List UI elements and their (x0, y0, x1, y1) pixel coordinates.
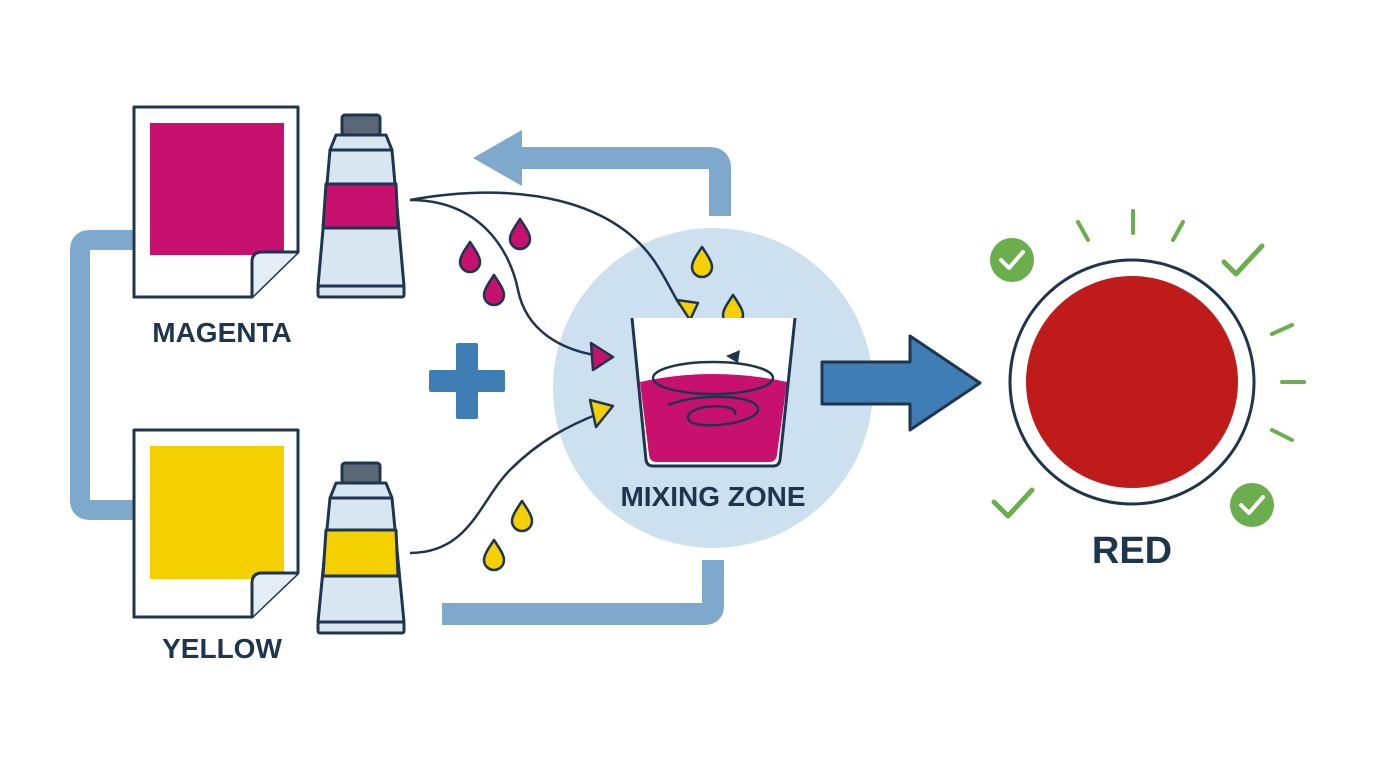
yellow-swatch-card (132, 428, 300, 619)
magenta-paint-tube (316, 113, 406, 299)
check-icon (991, 487, 1035, 519)
yellow-flow-curve (409, 412, 599, 555)
magenta-flow-curve-a (409, 198, 601, 358)
paint-drop-icon (482, 273, 506, 307)
magenta-flow-arrowhead-a (589, 341, 615, 372)
sparkle-ray (1076, 220, 1090, 242)
plus-icon (429, 343, 505, 419)
result-label: RED (1091, 530, 1173, 572)
yellow-flow-arrowhead (588, 398, 615, 429)
magenta-swatch-card (132, 105, 300, 299)
mixing-zone-label: MIXING ZONE (620, 481, 806, 512)
magenta-label: MAGENTA (152, 317, 292, 348)
paint-drop-icon (510, 499, 534, 533)
yellow-label: YELLOW (162, 633, 282, 664)
paint-drop-icon (508, 217, 532, 251)
check-icon (1221, 243, 1265, 277)
sparkle-ray (1270, 428, 1294, 442)
top-return-arrow-path (520, 147, 731, 216)
top-return-arrowhead (473, 130, 522, 186)
result-arrow-icon (820, 334, 982, 432)
check-icon (990, 238, 1034, 282)
mixing-beaker-icon (630, 317, 797, 468)
red-circle (1008, 258, 1256, 506)
sparkle-ray (1270, 323, 1294, 336)
paint-drop-icon (458, 240, 482, 274)
bottom-return-connector (442, 560, 724, 625)
sparkle-ray (1171, 220, 1185, 242)
check-icon (1230, 483, 1274, 527)
yellow-paint-tube (316, 461, 406, 635)
left-loop-connector (70, 230, 135, 520)
magenta-flow-arrowhead-b (675, 298, 700, 322)
paint-drop-icon (482, 538, 506, 572)
swirl-icon (667, 395, 760, 427)
magenta-flow-curve-b (409, 191, 682, 306)
